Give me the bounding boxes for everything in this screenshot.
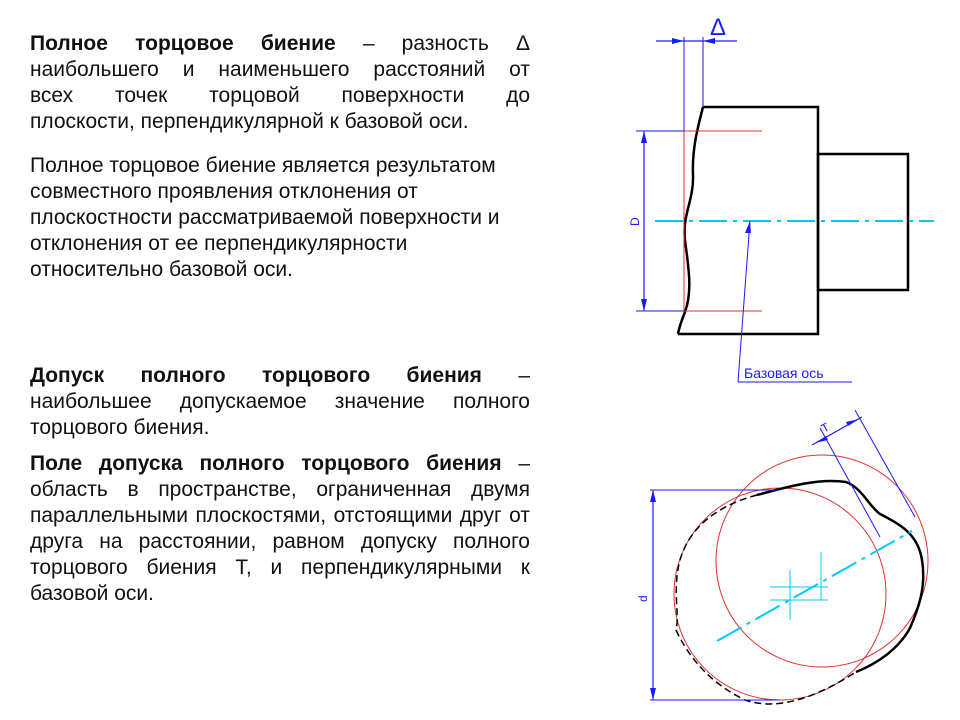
arrow-D-bottom [641, 299, 647, 311]
definition-first-line: Полное торцовое биение – разность Δ [30, 31, 530, 57]
label-d: d [636, 595, 650, 602]
delta-symbol: Δ [515, 32, 530, 55]
axis-leader-line [737, 220, 751, 383]
large-step-outline [678, 105, 820, 336]
explanation-paragraph: Полное торцовое биение является результа… [30, 153, 540, 283]
face-view: d T [636, 409, 929, 705]
arrow-delta-right [703, 38, 715, 44]
term-tolerance-field: Поле допуска полного торцового биения [30, 452, 502, 475]
term-full-face-runout: Полное торцовое биение [30, 32, 336, 55]
wavy-end-face [676, 106, 705, 335]
tolerance-field-definition: Поле допуска полного торцового биения – … [30, 451, 530, 607]
arrow-T-left [815, 436, 828, 443]
definition-line: всех точек торцовой поверхности до [30, 84, 530, 107]
T-extension-left [819, 427, 881, 538]
term-tolerance: Допуск полного торцового биения [30, 364, 482, 387]
definition-dash: – разность [335, 32, 516, 55]
definition-full-face-runout: Полное торцовое биение – разность Δ наиб… [30, 31, 530, 135]
arrow-delta-left [672, 38, 684, 44]
explanation-text: Полное торцовое биение является результа… [30, 154, 500, 281]
diagonal-axis-line [716, 530, 913, 642]
T-extension-right [854, 409, 916, 518]
axis-leader-arrow [745, 221, 751, 233]
tolerance-field-text: Поле допуска полного торцового биения – … [30, 451, 530, 607]
tolerance-definition-text: Допуск полного торцового биения – наибол… [30, 363, 530, 441]
arrow-T-right [846, 419, 859, 426]
tolerance-field-rest: – область в пространстве, ограниченная д… [30, 452, 530, 605]
arrow-d-bottom [650, 688, 656, 700]
shaft-side-view: D Δ Базовая ось [628, 14, 934, 383]
definition-line: наибольшего и наименьшего расстояний от [30, 58, 530, 81]
tolerance-definition-rest: – наибольшее допускаемое значение полног… [30, 364, 531, 439]
label-D: D [628, 217, 642, 226]
definition-line: плоскости, перпендикулярной к базовой ос… [30, 110, 469, 133]
arrow-D-top [641, 131, 647, 143]
label-base-axis: Базовая ось [744, 365, 823, 381]
arrow-d-top [650, 490, 656, 502]
tolerance-circle-right [715, 454, 929, 668]
label-T: T [819, 420, 833, 436]
dashed-contour [675, 494, 857, 705]
tolerance-definition: Допуск полного торцового биения – наибол… [30, 363, 530, 441]
label-delta: Δ [710, 14, 726, 41]
solid-contour [756, 479, 925, 674]
